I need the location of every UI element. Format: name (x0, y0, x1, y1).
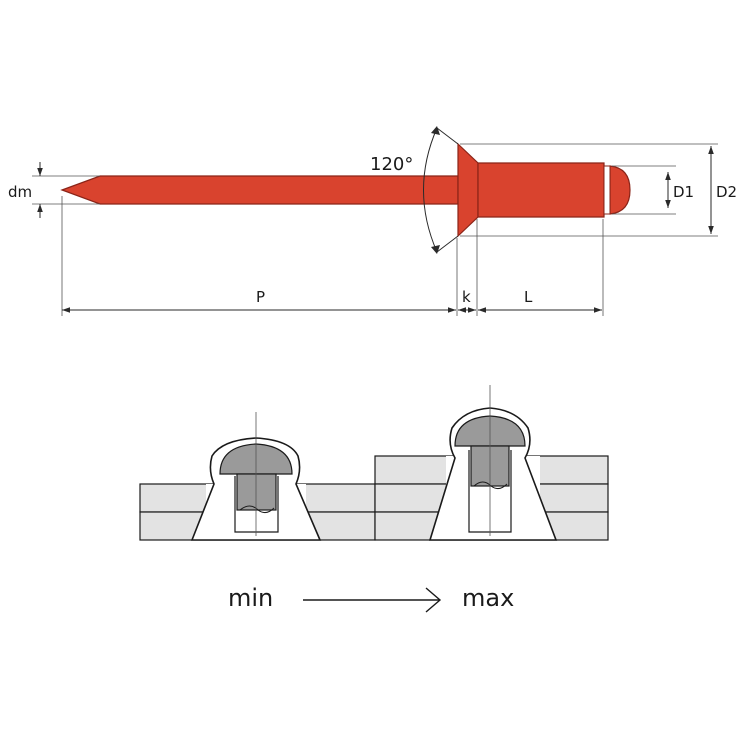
l-label: L (524, 288, 533, 306)
installed-min-section (139, 412, 376, 541)
mandrel (60, 175, 459, 205)
sleeve-min (234, 476, 279, 533)
mandrel-break-min (239, 505, 275, 514)
d2-label: D2 (716, 183, 737, 201)
angle-leader-top (436, 127, 459, 145)
d1-label: D1 (673, 183, 694, 201)
angle-label: 120° (370, 154, 413, 175)
rivet-side-view: 120° dm D1 D2 P k L (8, 126, 737, 316)
k-label: k (462, 288, 471, 306)
rivet-body (477, 162, 605, 218)
angle-arrow-bottom (431, 245, 440, 254)
arrow-right-icon (303, 587, 442, 613)
angle-leader-bottom (436, 235, 459, 253)
min-label: min (228, 584, 273, 612)
mandrel-cap (609, 165, 631, 215)
angle-arrow-top (431, 126, 440, 135)
mandrel-stem-min (236, 473, 277, 511)
mandrel-break-max (473, 481, 508, 490)
max-label: max (462, 584, 514, 612)
angle-arc (423, 127, 438, 253)
mandrel-groove (603, 165, 611, 215)
rivet-head (457, 142, 479, 238)
p-label: P (256, 288, 265, 306)
installed-max-section (374, 385, 609, 541)
dm-label: dm (8, 183, 32, 201)
